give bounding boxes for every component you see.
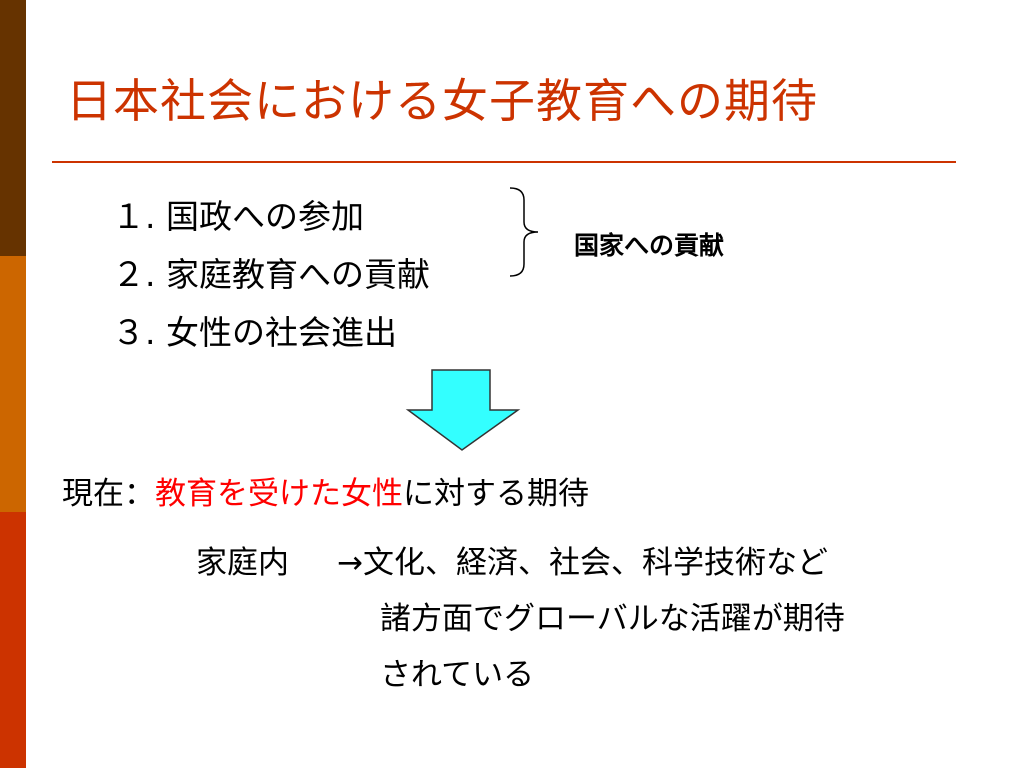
brace-label: 国家への貢献 bbox=[574, 231, 725, 260]
current-prefix: 現在： bbox=[62, 476, 155, 512]
current-expectation: 現在：教育を受けた女性に対する期待 bbox=[62, 476, 589, 513]
sidebar-segment-middle bbox=[0, 256, 26, 512]
current-suffix: に対する期待 bbox=[403, 476, 589, 512]
detail-label: 家庭内 bbox=[196, 545, 289, 581]
right-brace-icon bbox=[509, 187, 539, 277]
sidebar-segment-top bbox=[0, 0, 26, 256]
list-item: ３. 女性の社会進出 bbox=[112, 313, 397, 352]
expectation-list: １. 国政への参加 ２. 家庭教育への貢献 ３. 女性の社会進出 bbox=[112, 188, 430, 362]
list-item: ２. 家庭教育への貢献 bbox=[112, 255, 430, 294]
list-item: １. 国政への参加 bbox=[112, 197, 364, 236]
detail-continuation-1: 諸方面でグローバルな活躍が期待 bbox=[380, 601, 845, 637]
detail-text: →文化、経済、社会、科学技術など bbox=[337, 545, 828, 581]
slide-title: 日本社会における女子教育への期待 bbox=[66, 74, 818, 128]
sidebar-segment-bottom bbox=[0, 512, 26, 768]
current-highlight: 教育を受けた女性 bbox=[155, 476, 403, 512]
down-arrow-icon bbox=[405, 369, 521, 451]
title-underline bbox=[52, 161, 956, 163]
detail-continuation-2: されている bbox=[380, 657, 535, 693]
